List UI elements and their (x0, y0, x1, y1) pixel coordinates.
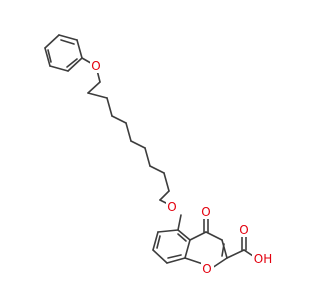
bond (130, 140, 146, 149)
bond (125, 122, 132, 142)
pyranone-ring (184, 231, 228, 269)
bond (152, 249, 168, 264)
phenoxy-oxygen-label: O (91, 59, 100, 73)
acid-carbonyl-oxygen-label: O (239, 223, 248, 237)
bond (87, 92, 108, 99)
atom-label-layer: O O O O O OH (90, 59, 274, 276)
ketone-oxygen-label: O (201, 205, 210, 219)
bond (87, 81, 101, 94)
benzo-ring (152, 214, 191, 264)
bond (166, 257, 186, 264)
bond (163, 172, 170, 192)
acid-hydroxyl-label: OH (254, 252, 272, 266)
bond (106, 97, 113, 117)
bond (177, 214, 182, 231)
bond (144, 147, 151, 167)
carboxylic-acid-group (226, 234, 254, 259)
phenyl-ring (44, 34, 83, 72)
bond-layer (44, 34, 254, 269)
bond-aromatic-inner (156, 235, 161, 249)
bond (152, 231, 159, 251)
bond (44, 34, 60, 49)
bond (226, 249, 245, 259)
bond (76, 39, 83, 59)
bond (243, 249, 254, 257)
bond (67, 57, 83, 72)
bond (177, 229, 191, 241)
bond (157, 229, 179, 233)
alkyl-chain (87, 81, 173, 207)
bond-aromatic-inner (167, 254, 182, 259)
bond (211, 257, 228, 269)
bond (189, 231, 207, 241)
bond-aromatic-inner (60, 39, 75, 45)
ring-oxygen-label: O (202, 262, 211, 276)
ether-oxygen-label: O (167, 200, 176, 214)
bond-aromatic-inner (177, 233, 187, 242)
bond (184, 257, 204, 265)
bond (184, 239, 191, 259)
bond (111, 115, 127, 124)
bond (44, 47, 51, 67)
molecule-diagram: O O O O O OH (44, 34, 274, 276)
bond (49, 65, 69, 72)
bond (221, 243, 225, 257)
bond (58, 34, 78, 41)
bond (159, 190, 170, 201)
bond (221, 239, 228, 259)
bond-aromatic-inner (47, 49, 52, 63)
bond (205, 231, 223, 241)
bond (149, 165, 165, 174)
bond-aromatic-inner (66, 58, 78, 68)
